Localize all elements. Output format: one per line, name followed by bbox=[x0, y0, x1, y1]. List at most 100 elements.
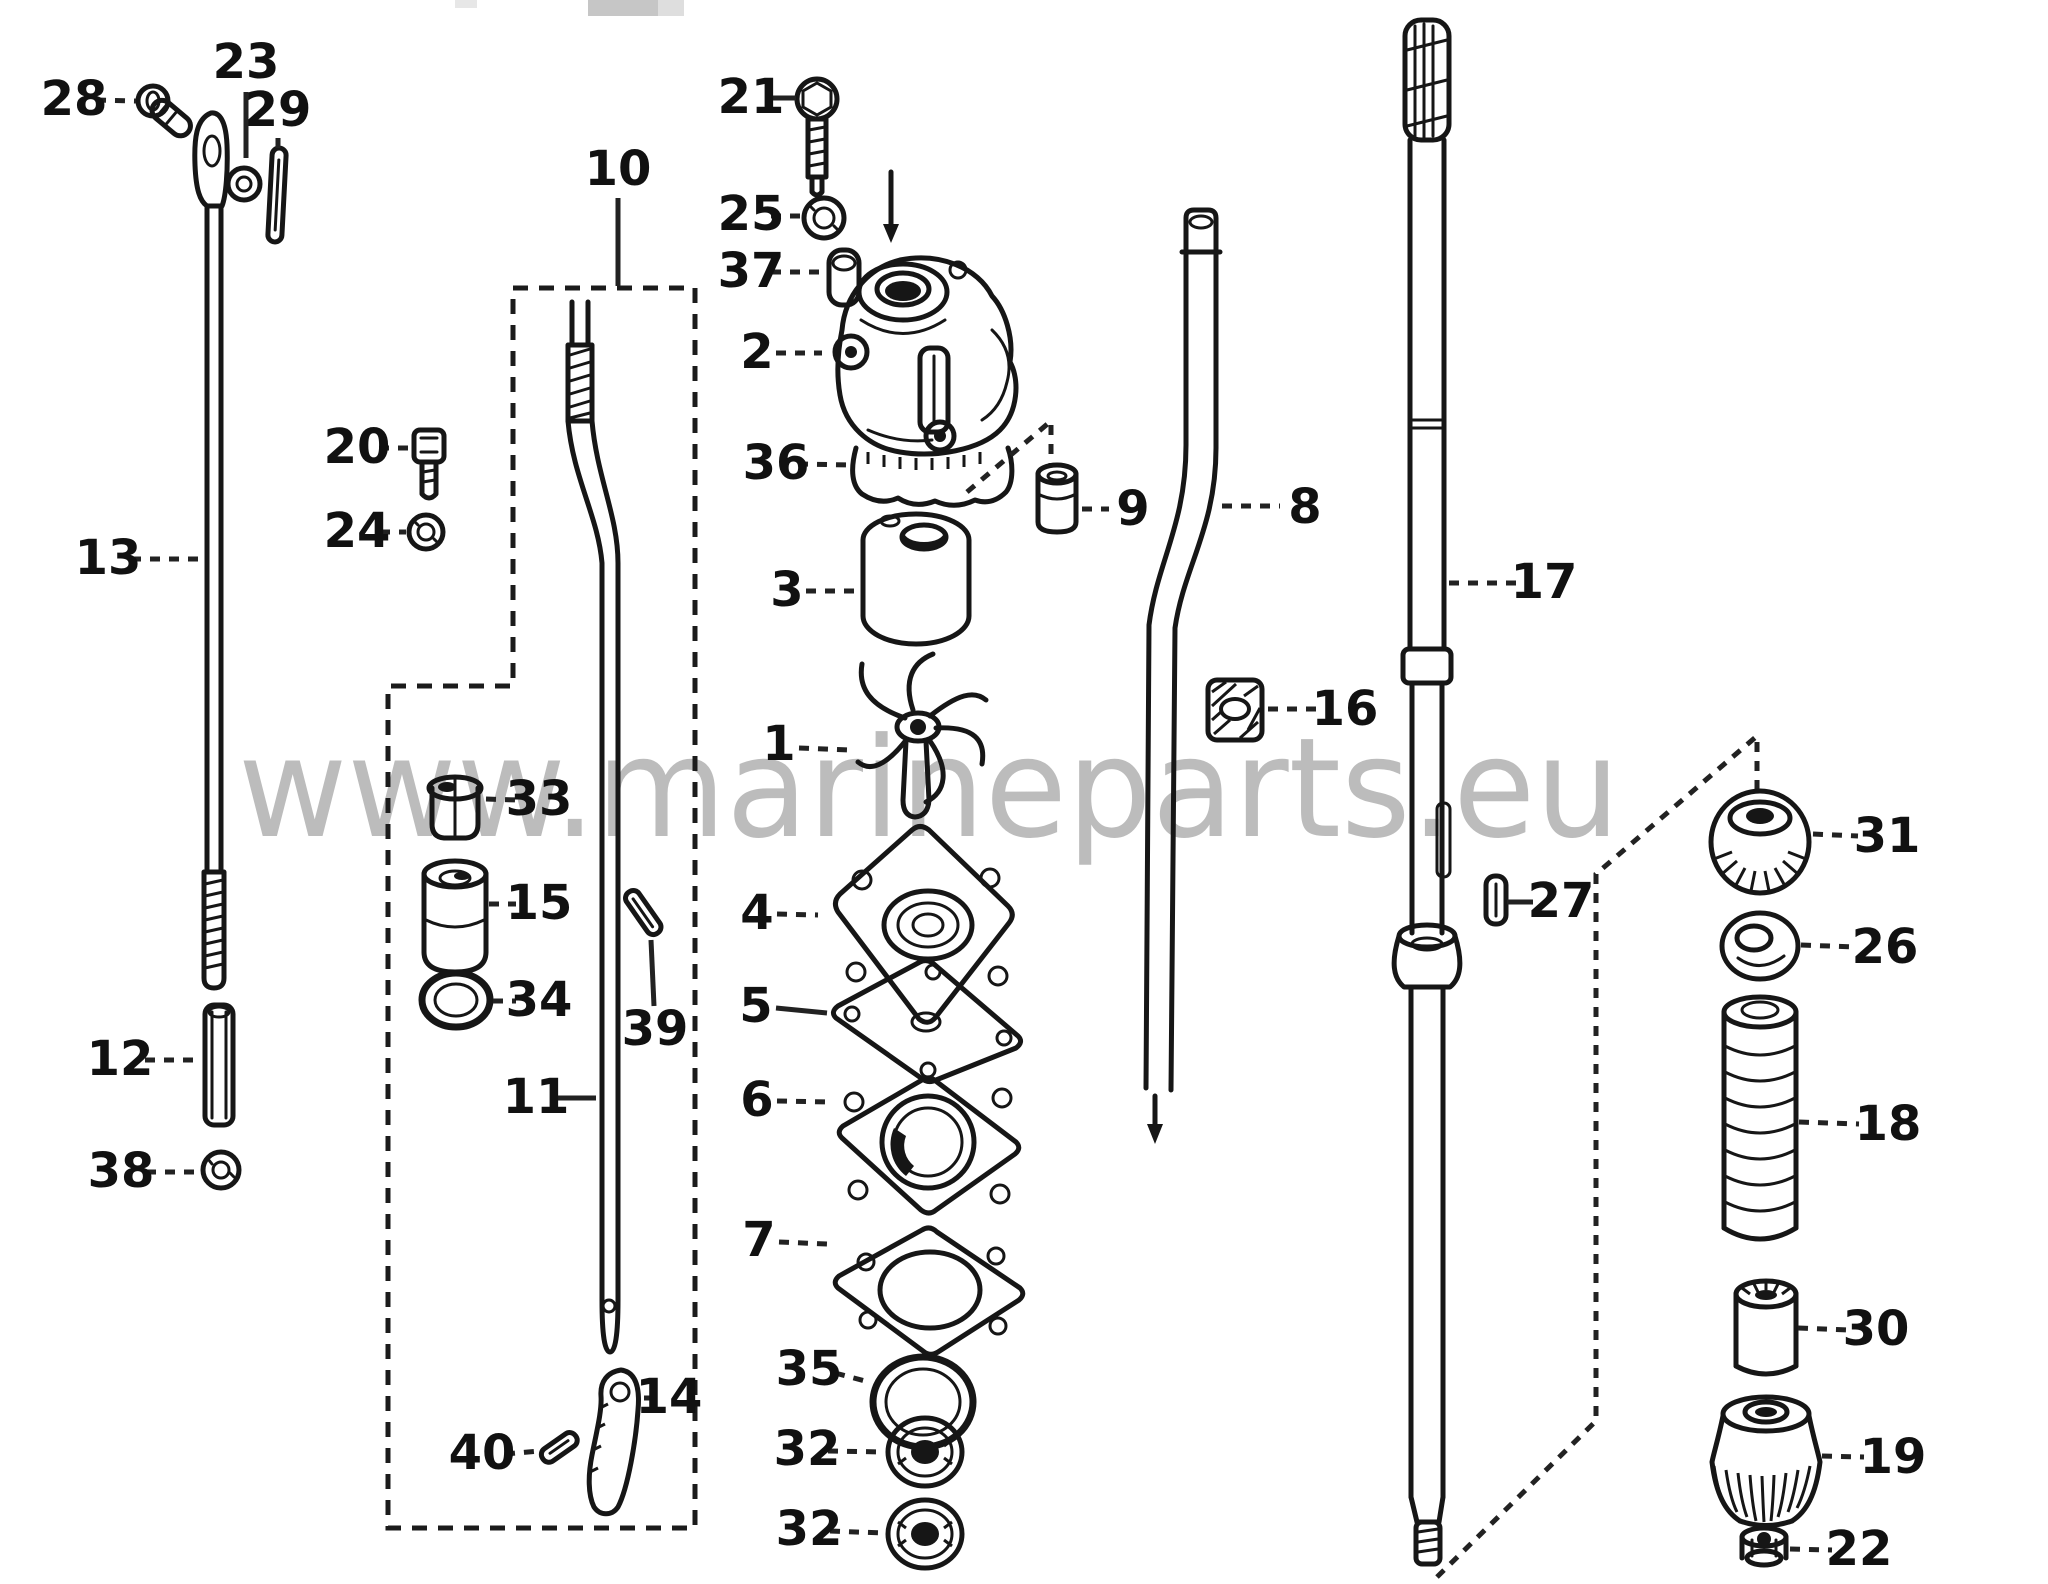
scan-artifact bbox=[455, 0, 684, 16]
bolt-21 bbox=[794, 76, 840, 198]
leader-line-1 bbox=[798, 745, 852, 753]
part-label-10: 10 bbox=[585, 141, 652, 197]
leader-line-30 bbox=[1797, 1325, 1850, 1333]
part-label-28: 28 bbox=[41, 71, 108, 127]
leader-line-31 bbox=[1812, 831, 1859, 839]
part-label-31: 31 bbox=[1854, 808, 1921, 864]
nut-38 bbox=[200, 1149, 242, 1191]
part-label-29: 29 bbox=[245, 82, 312, 138]
part-label-25: 25 bbox=[718, 186, 785, 242]
leader-line-22 bbox=[1789, 1546, 1833, 1553]
part-label-12: 12 bbox=[87, 1031, 154, 1087]
pump-plate-4 bbox=[832, 824, 1015, 1025]
leader-line-18 bbox=[1798, 1119, 1860, 1127]
leader-line-26 bbox=[1800, 942, 1857, 950]
part-label-5: 5 bbox=[739, 978, 772, 1034]
water-tube-8 bbox=[1143, 207, 1223, 1093]
bushing-30 bbox=[1733, 1278, 1799, 1377]
part-label-23: 23 bbox=[213, 34, 280, 90]
part-label-27: 27 bbox=[1528, 873, 1595, 929]
pump-plate-6 bbox=[836, 1075, 1022, 1216]
part-label-34: 34 bbox=[506, 972, 573, 1028]
leader-line-35 bbox=[834, 1370, 870, 1385]
pump-housing-2 bbox=[832, 255, 1019, 457]
leader-line-19 bbox=[1821, 1453, 1865, 1460]
part-label-14: 14 bbox=[636, 1369, 703, 1425]
impeller-1 bbox=[855, 651, 989, 820]
leader-line-36 bbox=[797, 461, 853, 468]
assembly-group-box bbox=[385, 285, 698, 1531]
part-label-39: 39 bbox=[622, 1001, 689, 1057]
part-label-32: 32 bbox=[774, 1421, 841, 1477]
bushing-16 bbox=[1205, 677, 1265, 743]
part-label-19: 19 bbox=[1860, 1429, 1927, 1485]
part-label-21: 21 bbox=[718, 69, 785, 125]
collar-37 bbox=[826, 247, 862, 308]
part-label-13: 13 bbox=[75, 530, 142, 586]
part-label-2: 2 bbox=[740, 324, 773, 380]
part-label-37: 37 bbox=[718, 243, 785, 299]
seal-32a bbox=[885, 1415, 965, 1489]
leader-line-28 bbox=[95, 97, 137, 104]
leader-line-7 bbox=[778, 1239, 828, 1247]
part-label-11: 11 bbox=[503, 1069, 570, 1125]
pin-40 bbox=[538, 1430, 580, 1465]
part-label-22: 22 bbox=[1826, 1521, 1893, 1577]
seal-32b bbox=[885, 1497, 965, 1571]
part-label-3: 3 bbox=[770, 562, 803, 618]
part-label-17: 17 bbox=[1511, 554, 1578, 610]
part-label-40: 40 bbox=[449, 1425, 516, 1481]
grommet-33 bbox=[426, 774, 484, 841]
pointer-bushing-9 bbox=[965, 415, 1054, 494]
oring-34 bbox=[418, 969, 494, 1031]
sleeve-12 bbox=[202, 1002, 236, 1128]
clip-27 bbox=[1483, 873, 1509, 927]
pin-39 bbox=[623, 888, 664, 938]
part-label-35: 35 bbox=[776, 1341, 843, 1397]
pump-liner-3 bbox=[860, 511, 972, 647]
bushing-15 bbox=[421, 858, 489, 975]
part-label-7: 7 bbox=[742, 1212, 775, 1268]
leader-line-32 bbox=[827, 1448, 885, 1455]
part-label-32: 32 bbox=[776, 1501, 843, 1557]
part-label-38: 38 bbox=[88, 1143, 155, 1199]
rod-thread-hatch bbox=[204, 878, 224, 970]
gasket-5 bbox=[830, 958, 1024, 1085]
worm-gear-18 bbox=[1721, 994, 1799, 1242]
part-label-36: 36 bbox=[743, 435, 810, 491]
pinion-gear-19 bbox=[1709, 1394, 1823, 1528]
leader-line-39 bbox=[648, 939, 657, 1007]
leader-line-5 bbox=[775, 1005, 828, 1016]
part-label-24: 24 bbox=[324, 503, 391, 559]
leader-line-32 bbox=[829, 1528, 885, 1536]
part-label-15: 15 bbox=[506, 875, 573, 931]
bolt-20 bbox=[411, 427, 447, 501]
part-label-20: 20 bbox=[324, 419, 391, 475]
part-label-1: 1 bbox=[762, 716, 795, 772]
leader-line-33 bbox=[485, 796, 518, 803]
bolt-28 bbox=[135, 83, 193, 139]
bracket-14 bbox=[586, 1367, 641, 1517]
nut-25 bbox=[801, 195, 847, 241]
shift-rod-13 bbox=[192, 110, 230, 991]
part-label-26: 26 bbox=[1852, 919, 1919, 975]
part-label-6: 6 bbox=[740, 1072, 773, 1128]
part-label-33: 33 bbox=[506, 771, 573, 827]
part-label-8: 8 bbox=[1288, 479, 1321, 535]
leader-line-4 bbox=[776, 911, 819, 918]
shift-shaft-11 bbox=[565, 299, 621, 1355]
part-label-18: 18 bbox=[1855, 1096, 1922, 1152]
washer-23 bbox=[225, 165, 263, 203]
part-label-16: 16 bbox=[1312, 681, 1379, 737]
part-label-9: 9 bbox=[1116, 481, 1149, 537]
pin-29 bbox=[265, 145, 289, 245]
part-label-4: 4 bbox=[740, 885, 773, 941]
bearing-31 bbox=[1708, 788, 1812, 896]
gasket-7 bbox=[832, 1225, 1026, 1357]
washer-26 bbox=[1719, 910, 1801, 982]
leader-line-40 bbox=[504, 1448, 540, 1457]
leader-line-6 bbox=[776, 1098, 832, 1105]
pump-base-36 bbox=[850, 445, 1015, 508]
